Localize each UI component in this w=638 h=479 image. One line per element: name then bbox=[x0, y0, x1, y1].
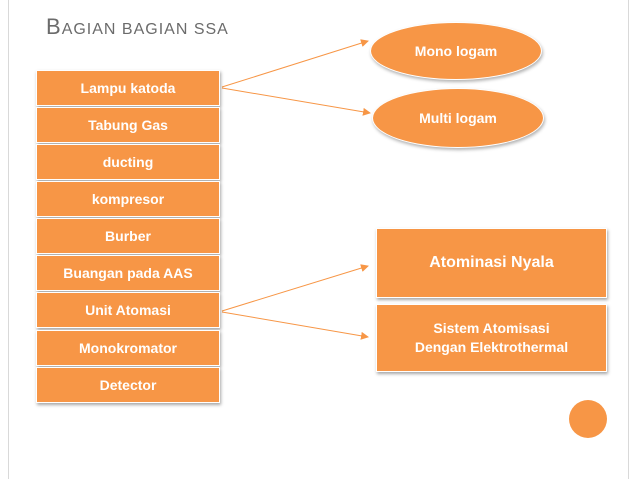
atomization-elektrothermal: Sistem Atomisasi Dengan Elektrothermal bbox=[376, 304, 607, 372]
atomization-label: Atominasi Nyala bbox=[429, 254, 554, 271]
left-border-line bbox=[8, 0, 9, 479]
item-tabung-gas: Tabung Gas bbox=[36, 107, 220, 143]
arrow-lamp-to-mono bbox=[221, 39, 369, 88]
item-burber: Burber bbox=[36, 218, 220, 254]
lamp-type-multi-logam: Multi logam bbox=[372, 88, 544, 148]
item-label: ducting bbox=[102, 154, 154, 170]
item-label: kompresor bbox=[91, 191, 165, 207]
item-label: Tabung Gas bbox=[88, 117, 168, 133]
item-unit-atomasi: Unit Atomasi bbox=[36, 292, 220, 328]
lamp-type-label: Mono logam bbox=[414, 43, 498, 59]
item-label: Detector bbox=[99, 377, 157, 393]
item-label: Lampu katoda bbox=[80, 80, 176, 96]
item-label: Buangan pada AAS bbox=[63, 265, 193, 281]
item-label: Monokromator bbox=[79, 340, 177, 356]
atomization-nyala: Atominasi Nyala bbox=[376, 228, 607, 298]
item-label: Burber bbox=[105, 228, 151, 244]
lamp-type-label: Multi logam bbox=[419, 110, 497, 126]
decorative-circle bbox=[569, 400, 607, 438]
item-detector: Detector bbox=[36, 367, 220, 403]
title-rest: AGIAN BAGIAN SSA bbox=[61, 21, 229, 38]
arrow-unit-to-nyala bbox=[221, 264, 369, 312]
item-label: Unit Atomasi bbox=[85, 302, 171, 318]
title-initial: B bbox=[46, 14, 62, 39]
slide-title: BAGIAN BAGIAN SSA bbox=[46, 14, 229, 40]
item-lampu-katoda: Lampu katoda bbox=[36, 70, 220, 106]
arrow-unit-to-elektro bbox=[221, 311, 369, 340]
lamp-type-mono-logam: Mono logam bbox=[370, 22, 542, 80]
item-buangan-pada-aas: Buangan pada AAS bbox=[36, 255, 220, 291]
atomization-label: Sistem Atomisasi Dengan Elektrothermal bbox=[414, 320, 569, 355]
item-ducting: ducting bbox=[36, 144, 220, 180]
item-monokromator: Monokromator bbox=[36, 330, 220, 366]
right-border-line bbox=[628, 0, 629, 479]
arrow-lamp-to-multi bbox=[221, 87, 371, 116]
item-kompresor: kompresor bbox=[36, 181, 220, 217]
